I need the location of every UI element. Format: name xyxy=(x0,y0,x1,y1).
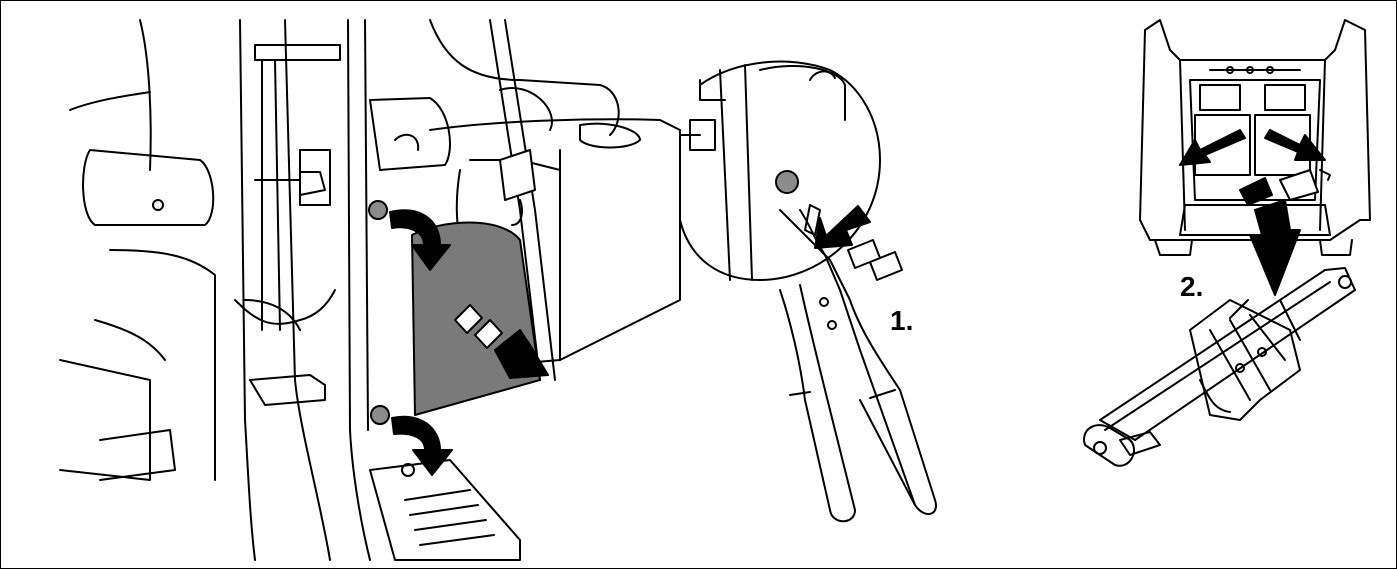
arrow-icon xyxy=(391,415,453,476)
step-1-label: 1. xyxy=(890,305,913,336)
arrow-icon xyxy=(389,209,451,271)
jack-icon xyxy=(1083,267,1356,467)
vehicle-interior-scene xyxy=(59,19,681,561)
arrow-icon xyxy=(1264,129,1326,161)
clip-hole xyxy=(370,405,390,425)
clip-hole xyxy=(368,200,388,220)
arrow-icon xyxy=(454,304,549,379)
screw-icon xyxy=(152,199,164,211)
door-handle-recess xyxy=(82,149,215,226)
step-2-label: 2. xyxy=(1180,271,1203,302)
detail-circle xyxy=(679,60,881,281)
clip-hole xyxy=(775,170,799,194)
van-rear-icon xyxy=(1139,19,1371,256)
detail-scene xyxy=(679,60,937,523)
arrow-icon xyxy=(814,205,903,281)
arrow-icon xyxy=(1179,129,1246,166)
arrow-icon xyxy=(1239,169,1319,296)
